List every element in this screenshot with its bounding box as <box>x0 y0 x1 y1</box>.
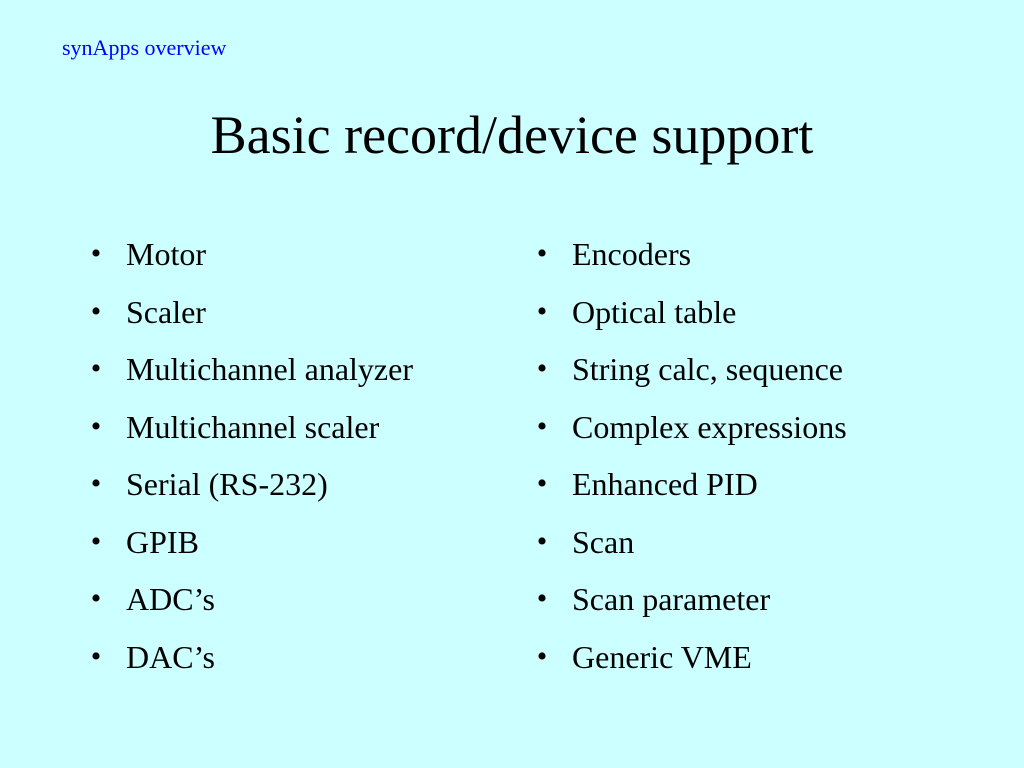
bullet-icon: • <box>90 409 102 443</box>
bullet-icon: • <box>90 524 102 558</box>
bullet-icon: • <box>536 467 548 500</box>
list-item: • Generic VME <box>528 631 968 689</box>
list-item-label: Encoders <box>572 236 692 272</box>
list-item-label: Motor <box>126 236 206 272</box>
list-item: • GPIB <box>82 516 502 574</box>
list-item-label: GPIB <box>126 523 199 560</box>
list-item-label: Enhanced PID <box>572 466 758 502</box>
list-item: • Motor <box>82 228 502 286</box>
list-item-label: Optical table <box>572 293 737 330</box>
list-item: • Serial (RS-232) <box>82 458 502 516</box>
bullet-icon: • <box>90 467 102 500</box>
list-item: • Encoders <box>528 228 968 286</box>
list-item: • Scan <box>528 516 968 574</box>
bullet-icon: • <box>536 639 548 673</box>
bullet-icon: • <box>536 582 548 615</box>
bullet-icon: • <box>90 294 102 328</box>
list-item: • Scan parameter <box>528 573 968 631</box>
bullet-icon: • <box>536 352 548 385</box>
bullet-icon: • <box>536 294 548 328</box>
list-item: • String calc, sequence <box>528 343 968 401</box>
list-item-label: Multichannel analyzer <box>126 351 413 387</box>
list-item-label: Scan <box>572 523 635 560</box>
list-item-label: Multichannel scaler <box>126 408 380 445</box>
list-item: • Enhanced PID <box>528 458 968 516</box>
list-item: • Optical table <box>528 286 968 344</box>
left-bullet-list: • Motor • Scaler • Multichannel analyzer • M… <box>82 228 502 688</box>
list-item-label: DAC’s <box>126 638 215 675</box>
list-item: • Complex expressions <box>528 401 968 459</box>
list-item-label: Generic VME <box>572 638 752 675</box>
header-label: synApps overview <box>62 35 227 60</box>
bullet-icon: • <box>90 352 102 385</box>
bullet-icon: • <box>536 524 548 558</box>
list-item-label: ADC’s <box>126 581 215 617</box>
list-item: • Scaler <box>82 286 502 344</box>
list-item: • ADC’s <box>82 573 502 631</box>
slide-title: Basic record/device support <box>210 105 814 165</box>
list-item-label: Serial (RS-232) <box>126 466 328 502</box>
bullet-icon: • <box>90 582 102 615</box>
bullet-icon: • <box>536 409 548 443</box>
list-item-label: String calc, sequence <box>572 351 843 387</box>
list-item-label: Complex expressions <box>572 408 847 445</box>
list-item-label: Scaler <box>126 293 206 330</box>
bullet-icon: • <box>90 639 102 673</box>
list-item: • Multichannel scaler <box>82 401 502 459</box>
right-bullet-list: • Encoders • Optical table • String calc, s… <box>528 228 968 688</box>
list-item: • DAC’s <box>82 631 502 689</box>
list-item: • Multichannel analyzer <box>82 343 502 401</box>
list-item-label: Scan parameter <box>572 581 771 617</box>
bullet-icon: • <box>90 237 102 270</box>
bullet-icon: • <box>536 237 548 270</box>
